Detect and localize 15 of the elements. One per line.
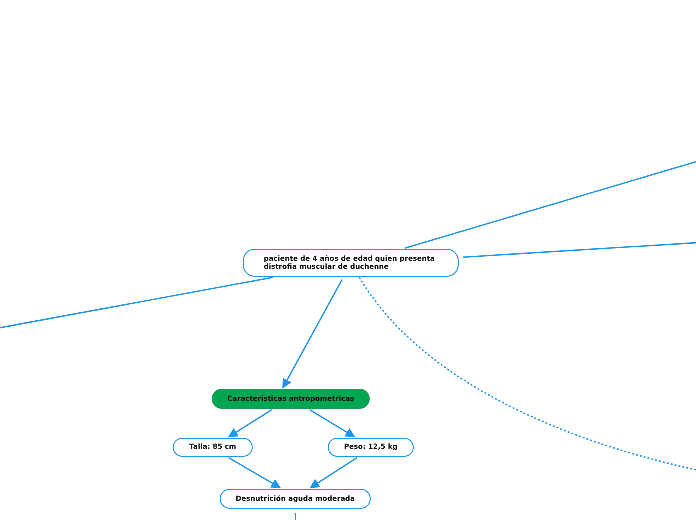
arrow: [228, 457, 282, 489]
topic-box: [212, 389, 370, 409]
arrow: [282, 279, 343, 389]
connector-line: [0, 276, 274, 329]
arrow: [310, 457, 358, 489]
connector-line: [404, 161, 696, 250]
arrow: [310, 409, 356, 438]
topic-box: [328, 438, 414, 457]
connector-line: [294, 512, 297, 520]
connector-line: [463, 242, 696, 258]
topic-box: [243, 249, 459, 277]
topic-box: [173, 438, 253, 457]
arrow: [228, 409, 272, 438]
connector-line: [359, 277, 696, 471]
topic-box: [220, 489, 371, 509]
